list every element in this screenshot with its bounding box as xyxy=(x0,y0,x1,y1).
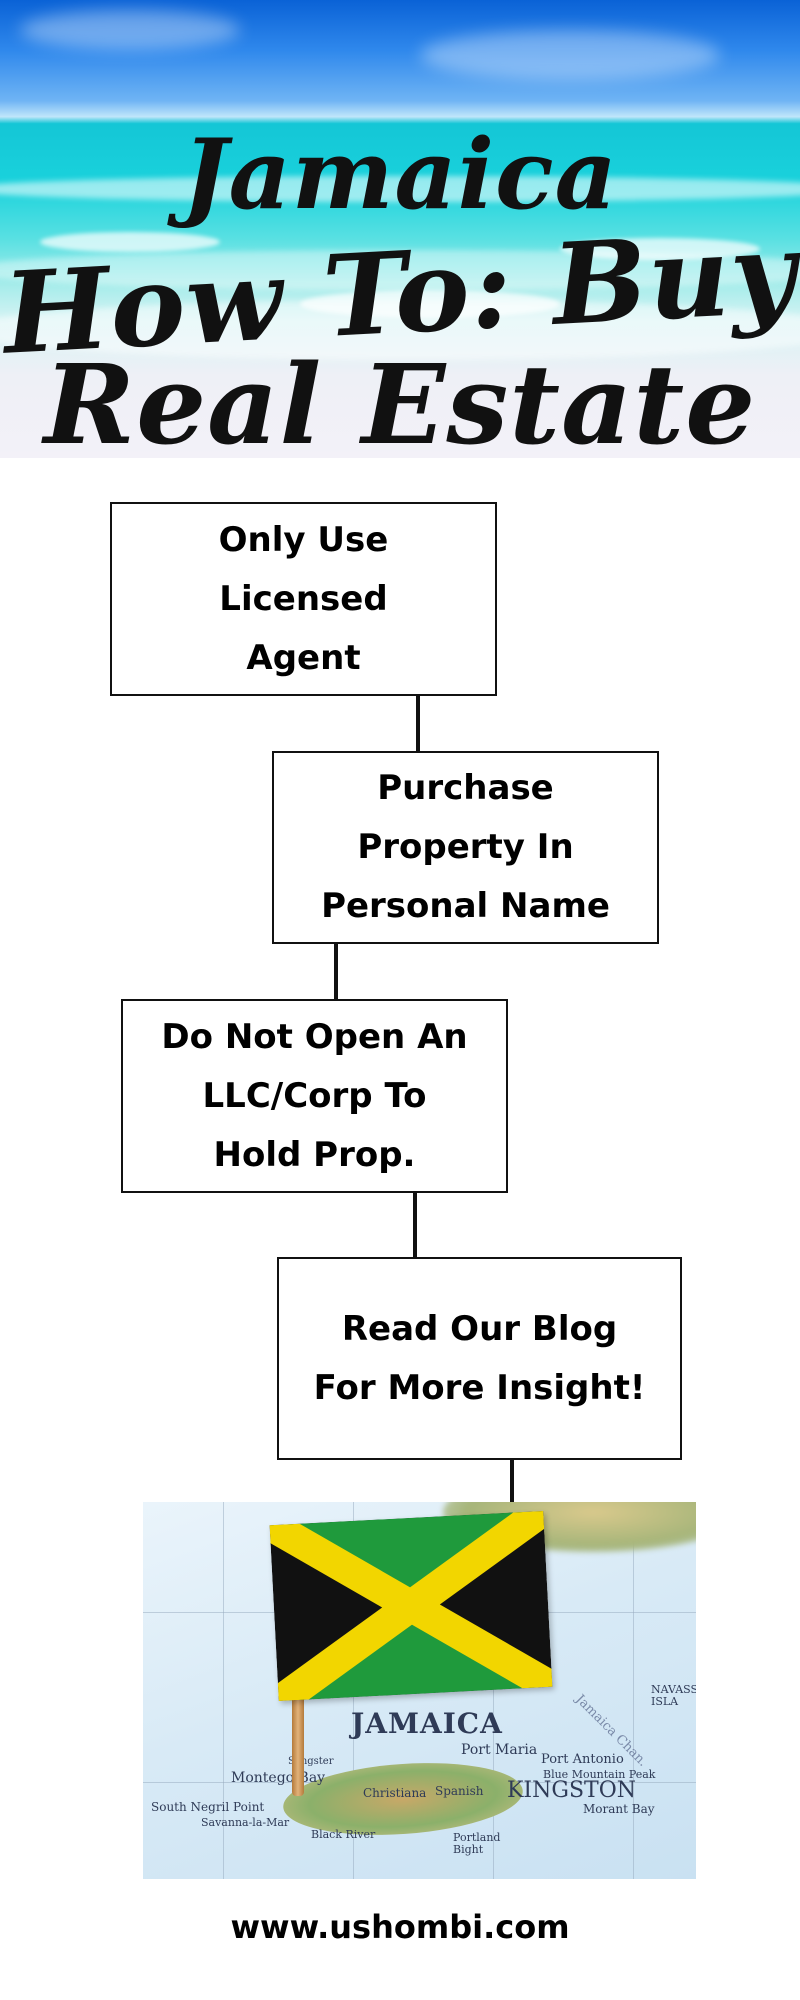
step-label: Read Our Blog For More Insight! xyxy=(313,1308,646,1408)
step-label: Do Not Open An LLC/Corp To Hold Prop. xyxy=(161,1016,468,1175)
connector-line xyxy=(416,696,420,751)
map-label-portland-bight: Portland Bight xyxy=(453,1831,501,1856)
map-label-spanish-town: Spanish xyxy=(435,1784,484,1798)
map-label-sangster: Sangster xyxy=(288,1756,334,1767)
jamaica-map-image: JAMAICA Port Maria Port Antonio Blue Mou… xyxy=(143,1502,696,1879)
step-label: Only Use Licensed Agent xyxy=(218,519,389,678)
step-no-llc: Do Not Open An LLC/Corp To Hold Prop. xyxy=(121,999,508,1193)
title-real-estate: Real Estate xyxy=(43,340,757,458)
connector-line xyxy=(510,1460,514,1502)
map-label-port-maria: Port Maria xyxy=(461,1742,538,1758)
step-label: Purchase Property In Personal Name xyxy=(321,768,610,926)
connector-line xyxy=(413,1193,417,1257)
website-url[interactable]: www.ushombi.com xyxy=(230,1908,570,1946)
step-personal-name: Purchase Property In Personal Name xyxy=(272,751,659,944)
map-label-navassa-island: NAVASS ISLA xyxy=(651,1683,696,1708)
jamaica-flag-icon xyxy=(269,1510,553,1702)
step-read-blog: Read Our Blog For More Insight! xyxy=(277,1257,682,1460)
map-label-blue-mountain-peak: Blue Mountain Peak xyxy=(543,1768,656,1781)
connector-line xyxy=(334,944,338,999)
map-label-christiana: Christiana xyxy=(363,1786,427,1800)
map-label-port-antonio: Port Antonio xyxy=(541,1752,624,1767)
map-label-kingston: KINGSTON xyxy=(507,1778,636,1803)
title-jamaica: Jamaica xyxy=(182,118,618,231)
hero-beach-banner: Jamaica How To: Buy Real Estate xyxy=(0,0,800,458)
step-licensed-agent: Only Use Licensed Agent xyxy=(110,502,497,696)
map-label-country: JAMAICA xyxy=(351,1707,503,1740)
map-label-morant-bay: Morant Bay xyxy=(583,1802,655,1816)
flag-pole xyxy=(292,1686,304,1796)
map-label-montego-bay: Montego Bay xyxy=(231,1770,326,1786)
map-label-south-negril-point: South Negril Point xyxy=(151,1800,265,1814)
map-label-savanna-la-mar: Savanna-la-Mar xyxy=(201,1816,290,1829)
map-label-black-river: Black River xyxy=(311,1828,376,1841)
